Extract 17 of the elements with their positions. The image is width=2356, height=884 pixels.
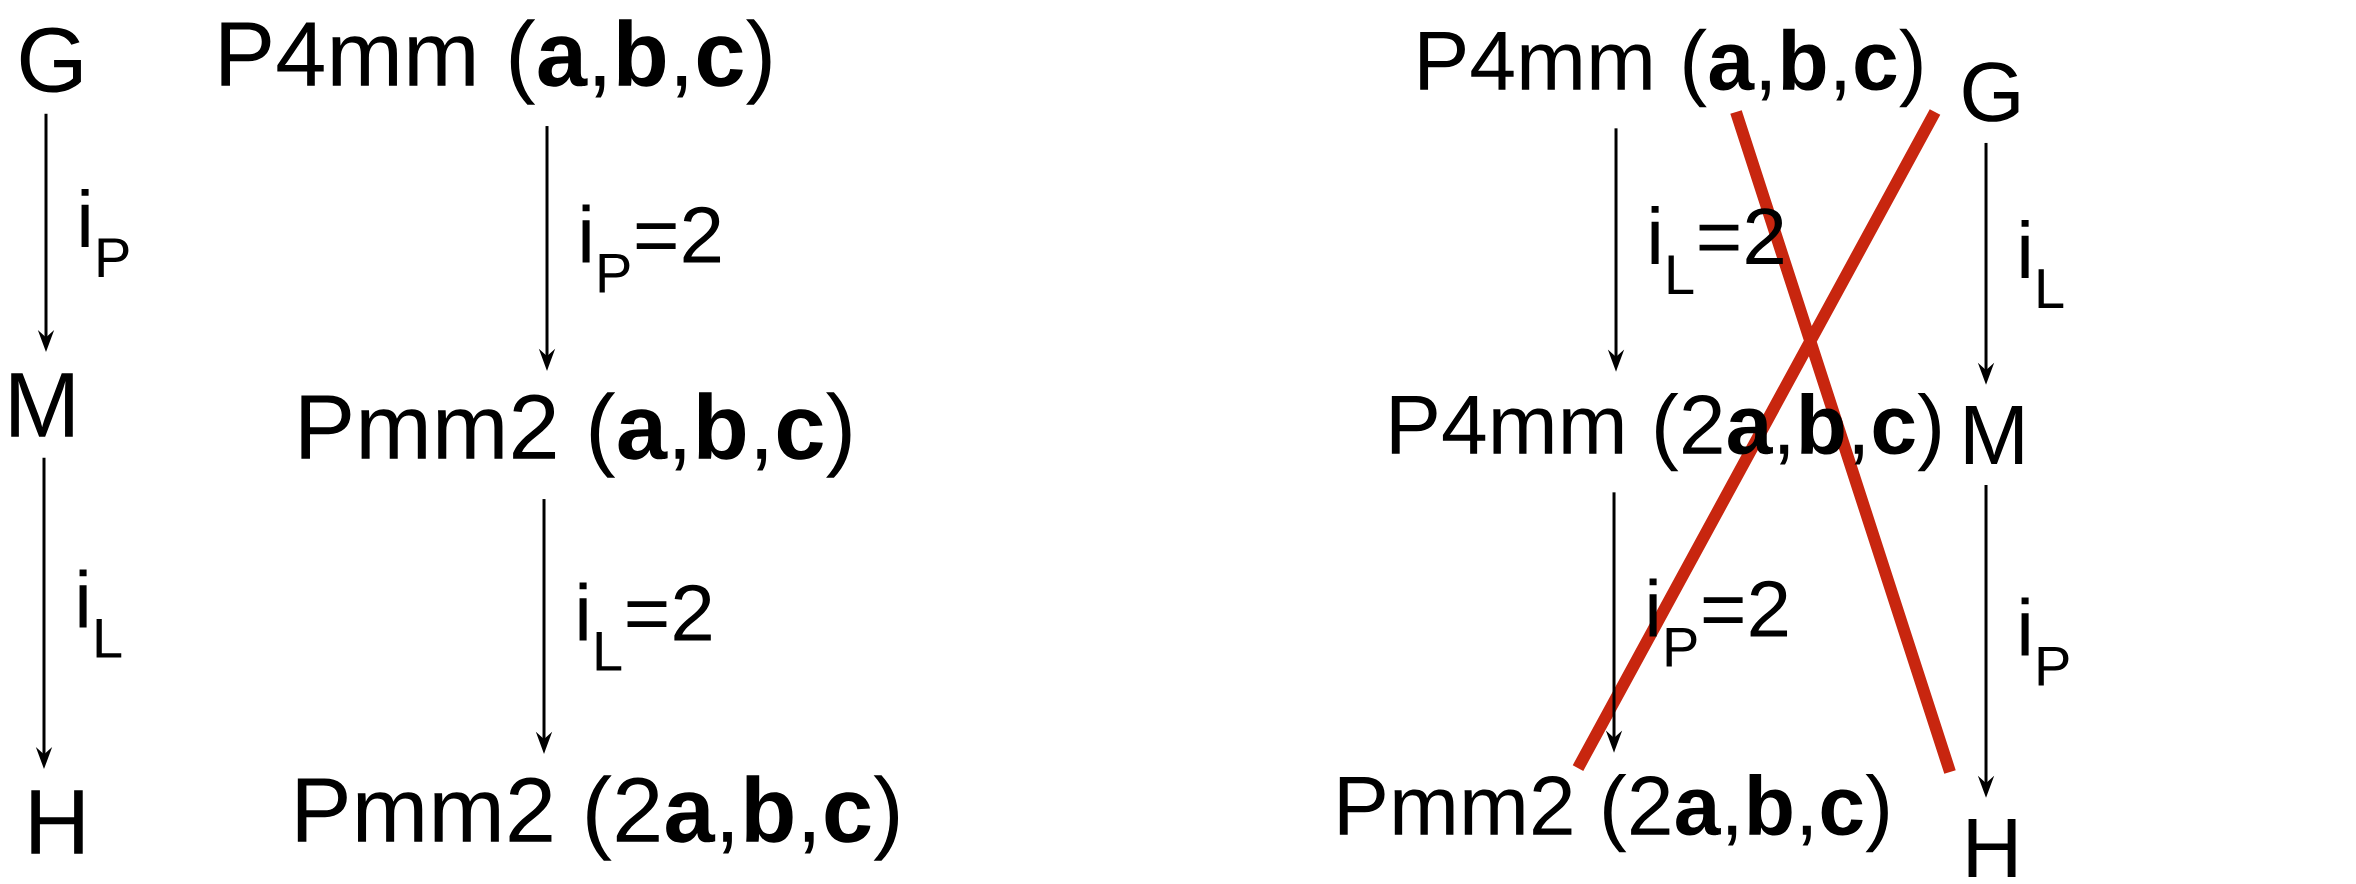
space-group-label: Pmm2 (2a,b,c) — [1339, 773, 1888, 853]
symbol-label: M — [1965, 406, 2023, 464]
symbol-label: H — [1968, 819, 2016, 877]
space-group-label: P4mm (a,b,c) — [1420, 28, 1922, 108]
edge-label: i$_{L}$ — [79, 569, 122, 658]
edge-label: i$_{L}$=2 — [579, 582, 711, 671]
space-group-label: P4mm (a,b,c) — [221, 19, 771, 105]
symbol-label: G — [20, 27, 81, 93]
space-group-label: Pmm2 (a,b,c) — [301, 392, 851, 478]
symbol-label: H — [31, 790, 83, 854]
symbol-label: M — [11, 373, 73, 437]
symbol-label: G — [1963, 62, 2019, 122]
space-group-label: Pmm2 (2a,b,c) — [297, 775, 899, 861]
edge-label: i$_{P}$ — [2021, 597, 2069, 686]
edge-label: i$_{P}$ — [81, 189, 129, 277]
edge-label: i$_{P}$=2 — [582, 204, 720, 293]
edge-label: i$_{L}$ — [2021, 219, 2064, 308]
